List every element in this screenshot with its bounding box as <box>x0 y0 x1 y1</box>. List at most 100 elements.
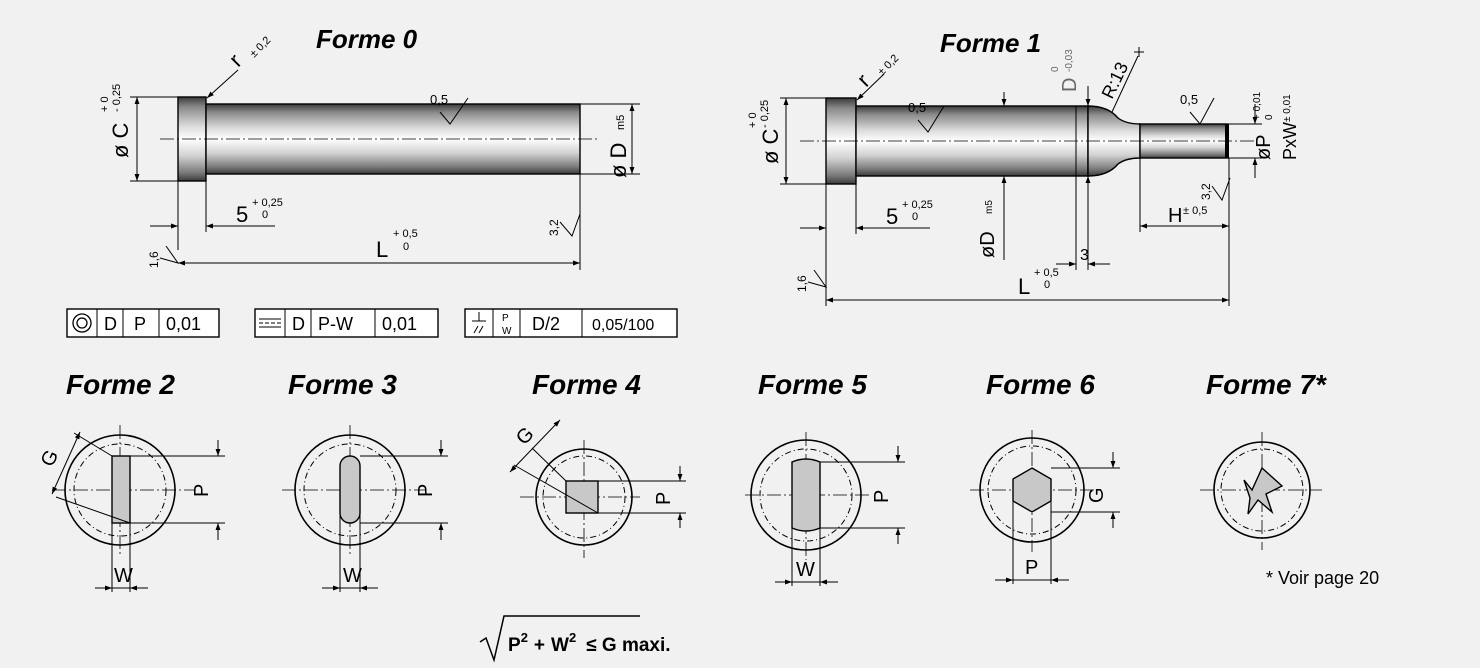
formula-p: P <box>508 635 521 656</box>
forme-1-surface-0-5a: 0,5 <box>908 100 926 115</box>
forme-5-title: Forme 5 <box>758 369 867 400</box>
forme-0-l-label: L <box>376 237 388 262</box>
forme-0-five-tol-bot: 0 <box>262 209 268 221</box>
frame-3-sub-bot: W <box>502 326 512 337</box>
formula: P2+W2≤ G maxi. <box>479 615 671 663</box>
forme-3-title: Forme 3 <box>288 369 397 400</box>
tolerance-frame-3: P W D/2 0,05/100 <box>464 308 678 338</box>
forme-0-c-tol-bot: - 0,25 <box>111 84 123 112</box>
forme-4-g: G <box>512 423 539 450</box>
tolerance-frame-1: D P 0,01 <box>66 308 220 338</box>
symmetry-icon <box>259 318 281 328</box>
forme-0-d-fit: m5 <box>615 115 627 130</box>
formula-exp-1: 2 <box>521 630 528 645</box>
perpendicular-parallel-icon <box>472 312 486 334</box>
forme-3-p: P <box>415 484 437 497</box>
forme-2-g: G <box>37 447 64 471</box>
forme-1-pxw-label: PxW <box>1280 122 1300 160</box>
forme-1-c-tol-top: + 0 <box>747 112 759 128</box>
forme-7-section: * Voir page 20 <box>1200 432 1379 588</box>
forme-7-note: * Voir page 20 <box>1266 568 1379 588</box>
frame-3-sub-top: P <box>502 313 509 324</box>
tolerance-frame-2: D P-W 0,01 <box>254 308 439 338</box>
svg-text:P2+W2≤ G maxi.: P2+W2≤ G maxi. <box>508 630 671 656</box>
forme-1-five: 5 <box>886 204 898 229</box>
forme-1-c-tol-bot: - 0,25 <box>759 100 771 128</box>
forme-0-surface-3-2: 3,2 <box>547 219 561 236</box>
forme-0-five-tol-top: + 0,25 <box>252 197 283 209</box>
forme-1-p-label: øP <box>1253 134 1275 160</box>
forme-1-p-tol-bot: 0 <box>1264 114 1275 120</box>
forme-4-section: P G <box>509 419 686 558</box>
frame-3-value: 0,05/100 <box>592 317 654 334</box>
forme-0-c-tol-top: + 0 <box>99 96 111 112</box>
formula-w: W <box>551 635 569 656</box>
forme-2-title: Forme 2 <box>66 369 175 400</box>
forme-0-drawing: Forme 0 r ± 0,2 ø C + 0 - 0,25 ø D m5 0,… <box>99 24 640 270</box>
forme-1-d-label: øD <box>977 231 999 258</box>
forme-1-five-tol-bot: 0 <box>912 211 918 223</box>
forme-1-r-label: r <box>852 69 875 92</box>
forme-0-r-tol: ± 0,2 <box>248 34 274 60</box>
forme-0-l-tol-top: + 0,5 <box>393 228 418 240</box>
forme-0-surface-1-6: 1,6 <box>147 251 161 268</box>
concentricity-icon <box>72 313 92 333</box>
forme-6-g: G <box>1086 487 1108 503</box>
forme-1-d-top-tol-bot: -0,03 <box>1064 49 1075 72</box>
forme-1-c-label: ø C <box>758 128 783 164</box>
forme-2-w: W <box>114 565 133 587</box>
frame-2-value: 0,01 <box>382 314 417 334</box>
frame-2-ref1: D <box>292 314 305 334</box>
forme-5-section: P W <box>745 432 905 586</box>
forme-0-surface-0-5: 0,5 <box>430 92 448 107</box>
forme-5-w: W <box>796 559 815 581</box>
forme-1-d-top-label: D <box>1059 78 1081 92</box>
forme-1-three: 3 <box>1080 247 1089 264</box>
forme-4-p: P <box>653 492 675 505</box>
forme-1-five-tol-top: + 0,25 <box>902 199 933 211</box>
forme-2-p: P <box>191 484 213 497</box>
forme-0-r-label: r <box>224 49 247 72</box>
forme-1-h-tol: ± 0,5 <box>1183 205 1207 217</box>
forme-2-section: P W G <box>37 425 225 592</box>
forme-1-d-top-tol-top: 0 <box>1050 66 1061 72</box>
sqrt-sign-icon <box>479 615 640 663</box>
frame-1-value: 0,01 <box>166 314 201 334</box>
forme-5-p: P <box>871 490 893 503</box>
forme-1-r-tol: ± 0,2 <box>876 52 902 78</box>
formula-plus: + <box>534 635 545 656</box>
forme-0-l-tol-bot: 0 <box>403 241 409 253</box>
forme-1-drawing: Forme 1 r ± 0,2 0,5 ø C + 0 - 0,25 D 0 -… <box>747 28 1300 306</box>
forme-1-l-tol-bot: 0 <box>1044 279 1050 291</box>
forme-1-l-label: L <box>1018 274 1030 299</box>
frame-2-ref2: P-W <box>318 314 353 334</box>
formula-rest: ≤ G maxi. <box>586 635 670 656</box>
frame-1-ref1: D <box>104 314 117 334</box>
forme-7-profile-icon <box>1243 466 1284 515</box>
forme-6-p: P <box>1025 557 1038 579</box>
forme-0-title: Forme 0 <box>316 24 418 54</box>
forme-1-surface-3-2: 3,2 <box>1199 183 1213 200</box>
forme-4-title: Forme 4 <box>532 369 641 400</box>
forme-1-surface-1-6: 1,6 <box>795 275 809 292</box>
frame-1-ref2: P <box>134 314 146 334</box>
forme-1-l-tol-top: + 0,5 <box>1034 267 1059 279</box>
forme-6-section: G P <box>970 430 1120 584</box>
forme-3-w: W <box>343 565 362 587</box>
forme-0-d-label: ø D <box>606 143 631 178</box>
forme-7-title: Forme 7* <box>1206 369 1327 400</box>
forme-0-c-label: ø C <box>108 122 133 158</box>
forme-1-pxw-tol: ± 0,01 <box>1282 94 1293 122</box>
forme-3-section: P W <box>282 425 448 592</box>
formula-exp-2: 2 <box>569 630 576 645</box>
forme-0-five: 5 <box>236 202 248 227</box>
frame-3-ref: D/2 <box>532 314 560 334</box>
forme-6-title: Forme 6 <box>986 369 1095 400</box>
forme-1-surface-0-5b: 0,5 <box>1180 92 1198 107</box>
forme-1-title: Forme 1 <box>940 28 1041 58</box>
forme-1-p-tol-top: + 0,01 <box>1252 91 1263 120</box>
forme-1-d-fit: m5 <box>984 200 995 214</box>
forme-1-h-label: H <box>1168 205 1182 227</box>
